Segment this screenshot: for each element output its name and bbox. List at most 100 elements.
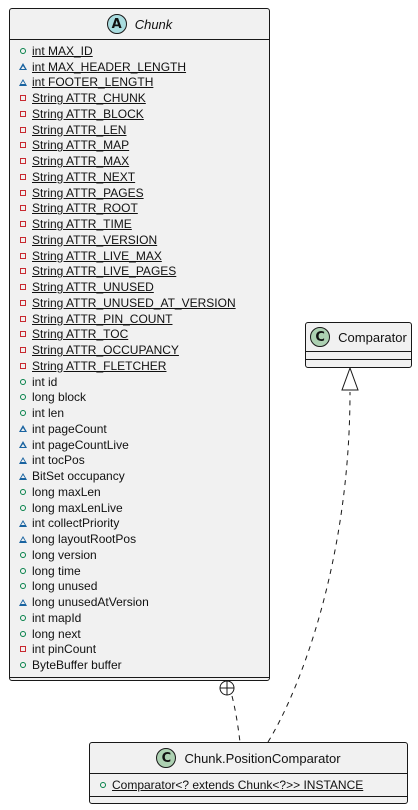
field-text: String ATTR_PAGES — [32, 185, 144, 200]
public-visibility-icon — [16, 47, 29, 54]
field-row: String ATTR_PAGES — [10, 185, 269, 201]
public-visibility-icon — [16, 662, 29, 669]
realization-arrowhead — [341, 366, 359, 391]
field-text: String ATTR_VERSION — [32, 232, 158, 247]
field-row: int len — [10, 405, 269, 421]
field-row: long maxLen — [10, 484, 269, 500]
nesting-plus-icon — [219, 680, 235, 696]
field-row: long time — [10, 563, 269, 579]
field-row: String ATTR_ROOT — [10, 201, 269, 217]
field-row: Comparator<? extends Chunk<?>> INSTANCE — [90, 777, 407, 793]
private-visibility-icon — [16, 252, 29, 259]
class-comparator-name: Comparator — [338, 329, 407, 345]
fields-divider — [306, 352, 411, 360]
field-text: long version — [32, 547, 97, 562]
field-row: int FOOTER_LENGTH — [10, 75, 269, 91]
public-visibility-icon — [16, 504, 29, 511]
class-position-comparator-header: C Chunk.PositionComparator — [90, 743, 407, 774]
private-visibility-icon — [16, 646, 29, 653]
field-row: String ATTR_OCCUPANCY — [10, 342, 269, 358]
private-visibility-icon — [16, 299, 29, 306]
field-text: int MAX_ID — [32, 43, 93, 58]
field-row: String ATTR_MAP — [10, 138, 269, 154]
field-row: String ATTR_NEXT — [10, 169, 269, 185]
field-row: int MAX_HEADER_LENGTH — [10, 59, 269, 75]
field-text: String ATTR_CHUNK — [32, 91, 146, 106]
private-visibility-icon — [16, 95, 29, 102]
methods-divider — [10, 677, 269, 678]
private-visibility-icon — [16, 268, 29, 275]
class-position-comparator: C Chunk.PositionComparator Comparator<? … — [89, 742, 408, 804]
field-text: String ATTR_MAP — [32, 138, 130, 153]
field-text: String ATTR_MAX — [32, 154, 130, 169]
field-text: int mapId — [32, 610, 82, 625]
private-visibility-icon — [16, 189, 29, 196]
private-visibility-icon — [16, 315, 29, 322]
field-text: Comparator<? extends Chunk<?>> INSTANCE — [112, 777, 364, 792]
field-text: int len — [32, 406, 65, 421]
field-row: long layoutRootPos — [10, 531, 269, 547]
field-text: String ATTR_LEN — [32, 122, 127, 137]
abstract-class-icon: A — [106, 14, 127, 34]
class-comparator-header: C Comparator — [306, 323, 411, 352]
public-visibility-icon — [16, 567, 29, 574]
field-row: int pageCount — [10, 421, 269, 437]
package-visibility-icon — [16, 78, 29, 86]
field-row: String ATTR_MAX — [10, 153, 269, 169]
private-visibility-icon — [16, 173, 29, 180]
field-text: BitSet occupancy — [32, 469, 125, 484]
realization-line — [267, 391, 351, 743]
field-text: long block — [32, 390, 87, 405]
field-row: long unused — [10, 579, 269, 595]
field-text: int FOOTER_LENGTH — [32, 75, 154, 90]
field-text: String ATTR_ROOT — [32, 201, 138, 216]
class-position-comparator-name: Chunk.PositionComparator — [184, 750, 341, 766]
field-text: String ATTR_LIVE_PAGES — [32, 264, 177, 279]
field-row: int mapId — [10, 610, 269, 626]
public-visibility-icon — [16, 630, 29, 637]
field-text: String ATTR_OCCUPANCY — [32, 343, 179, 358]
field-text: String ATTR_UNUSED — [32, 280, 154, 295]
field-text: String ATTR_NEXT — [32, 169, 136, 184]
field-row: String ATTR_TOC — [10, 327, 269, 343]
field-text: ByteBuffer buffer — [32, 658, 122, 673]
field-row: String ATTR_BLOCK — [10, 106, 269, 122]
field-row: int tocPos — [10, 453, 269, 469]
field-row: long version — [10, 547, 269, 563]
field-text: long maxLen — [32, 484, 101, 499]
field-text: int MAX_HEADER_LENGTH — [32, 59, 187, 74]
field-row: long maxLenLive — [10, 500, 269, 516]
field-text: long layoutRootPos — [32, 532, 137, 547]
methods-divider — [90, 795, 407, 797]
field-text: int pageCountLive — [32, 437, 129, 452]
class-comparator: C Comparator — [305, 322, 412, 368]
private-visibility-icon — [16, 142, 29, 149]
field-row: int pinCount — [10, 642, 269, 658]
field-row: String ATTR_VERSION — [10, 232, 269, 248]
package-visibility-icon — [16, 456, 29, 464]
field-row: long unusedAtVersion — [10, 594, 269, 610]
field-row: long block — [10, 390, 269, 406]
field-text: int tocPos — [32, 453, 85, 468]
private-visibility-icon — [16, 221, 29, 228]
field-row: String ATTR_UNUSED — [10, 279, 269, 295]
field-row: String ATTR_PIN_COUNT — [10, 311, 269, 327]
private-visibility-icon — [16, 331, 29, 338]
field-text: String ATTR_TIME — [32, 217, 132, 232]
field-text: String ATTR_LIVE_MAX — [32, 248, 162, 263]
package-visibility-icon — [16, 63, 29, 71]
public-visibility-icon — [16, 551, 29, 558]
field-text: long next — [32, 626, 81, 641]
public-visibility-icon — [16, 410, 29, 417]
field-text: long maxLenLive — [32, 500, 123, 515]
field-text: String ATTR_UNUSED_AT_VERSION — [32, 295, 236, 310]
package-visibility-icon — [16, 425, 29, 433]
field-row: int collectPriority — [10, 516, 269, 532]
class-chunk-name: Chunk — [134, 16, 173, 32]
field-text: String ATTR_BLOCK — [32, 106, 144, 121]
field-text: long unused — [32, 579, 98, 594]
field-text: String ATTR_TOC — [32, 327, 129, 342]
